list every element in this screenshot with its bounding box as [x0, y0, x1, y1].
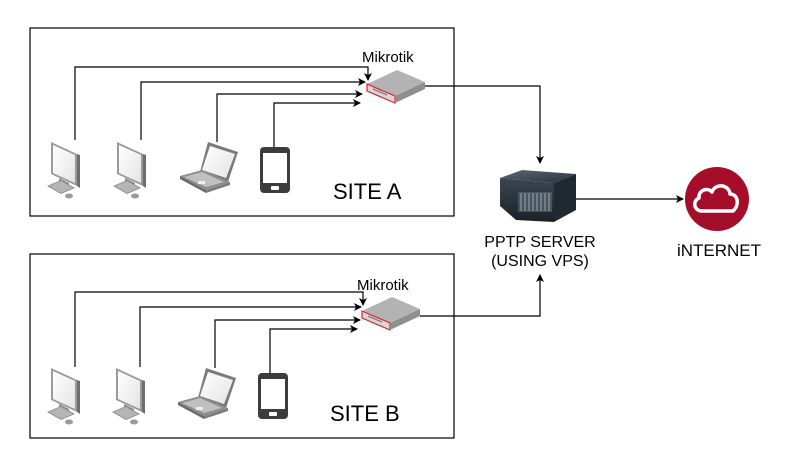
smartphone-icon [260, 147, 290, 193]
link-b-pc2 [139, 303, 362, 367]
link-a-pc2 [140, 78, 366, 140]
link-router-a-server [425, 85, 544, 164]
link-a-laptop [216, 90, 363, 142]
link-b-laptop [214, 316, 361, 368]
laptop-icon [178, 368, 236, 419]
desktop-icon [47, 368, 80, 425]
desktop-icon [112, 368, 145, 425]
link-a-phone [273, 99, 361, 148]
laptop-icon [180, 142, 238, 193]
router-icon [366, 69, 426, 104]
link-b-pc1 [74, 291, 367, 367]
router-label: Mikrotik [357, 277, 409, 294]
desktop-icon [113, 142, 146, 199]
site-b-group: Mikrotik SITE B [29, 253, 455, 439]
site-a-group: Mikrotik SITE A [29, 27, 455, 217]
server-label-line2: (USING VPS) [491, 253, 589, 270]
site-label: SITE A [333, 179, 402, 204]
internet-node: iNTERNET [677, 167, 761, 260]
link-a-pc1 [74, 66, 372, 140]
router-label: Mikrotik [362, 49, 414, 66]
desktop-icon [47, 142, 80, 199]
site-b-boundary [29, 253, 455, 439]
cloud-icon [693, 184, 739, 213]
internet-circle [685, 167, 749, 231]
router-icon [361, 296, 421, 331]
site-label: SITE B [330, 401, 400, 426]
server-label-line1: PPTP SERVER [484, 234, 595, 251]
link-b-phone [269, 325, 358, 374]
server-rack-icon [500, 170, 576, 222]
internet-label: iNTERNET [677, 241, 761, 260]
smartphone-icon [258, 373, 288, 419]
link-router-b-server [420, 274, 544, 317]
site-a-boundary [29, 27, 455, 217]
